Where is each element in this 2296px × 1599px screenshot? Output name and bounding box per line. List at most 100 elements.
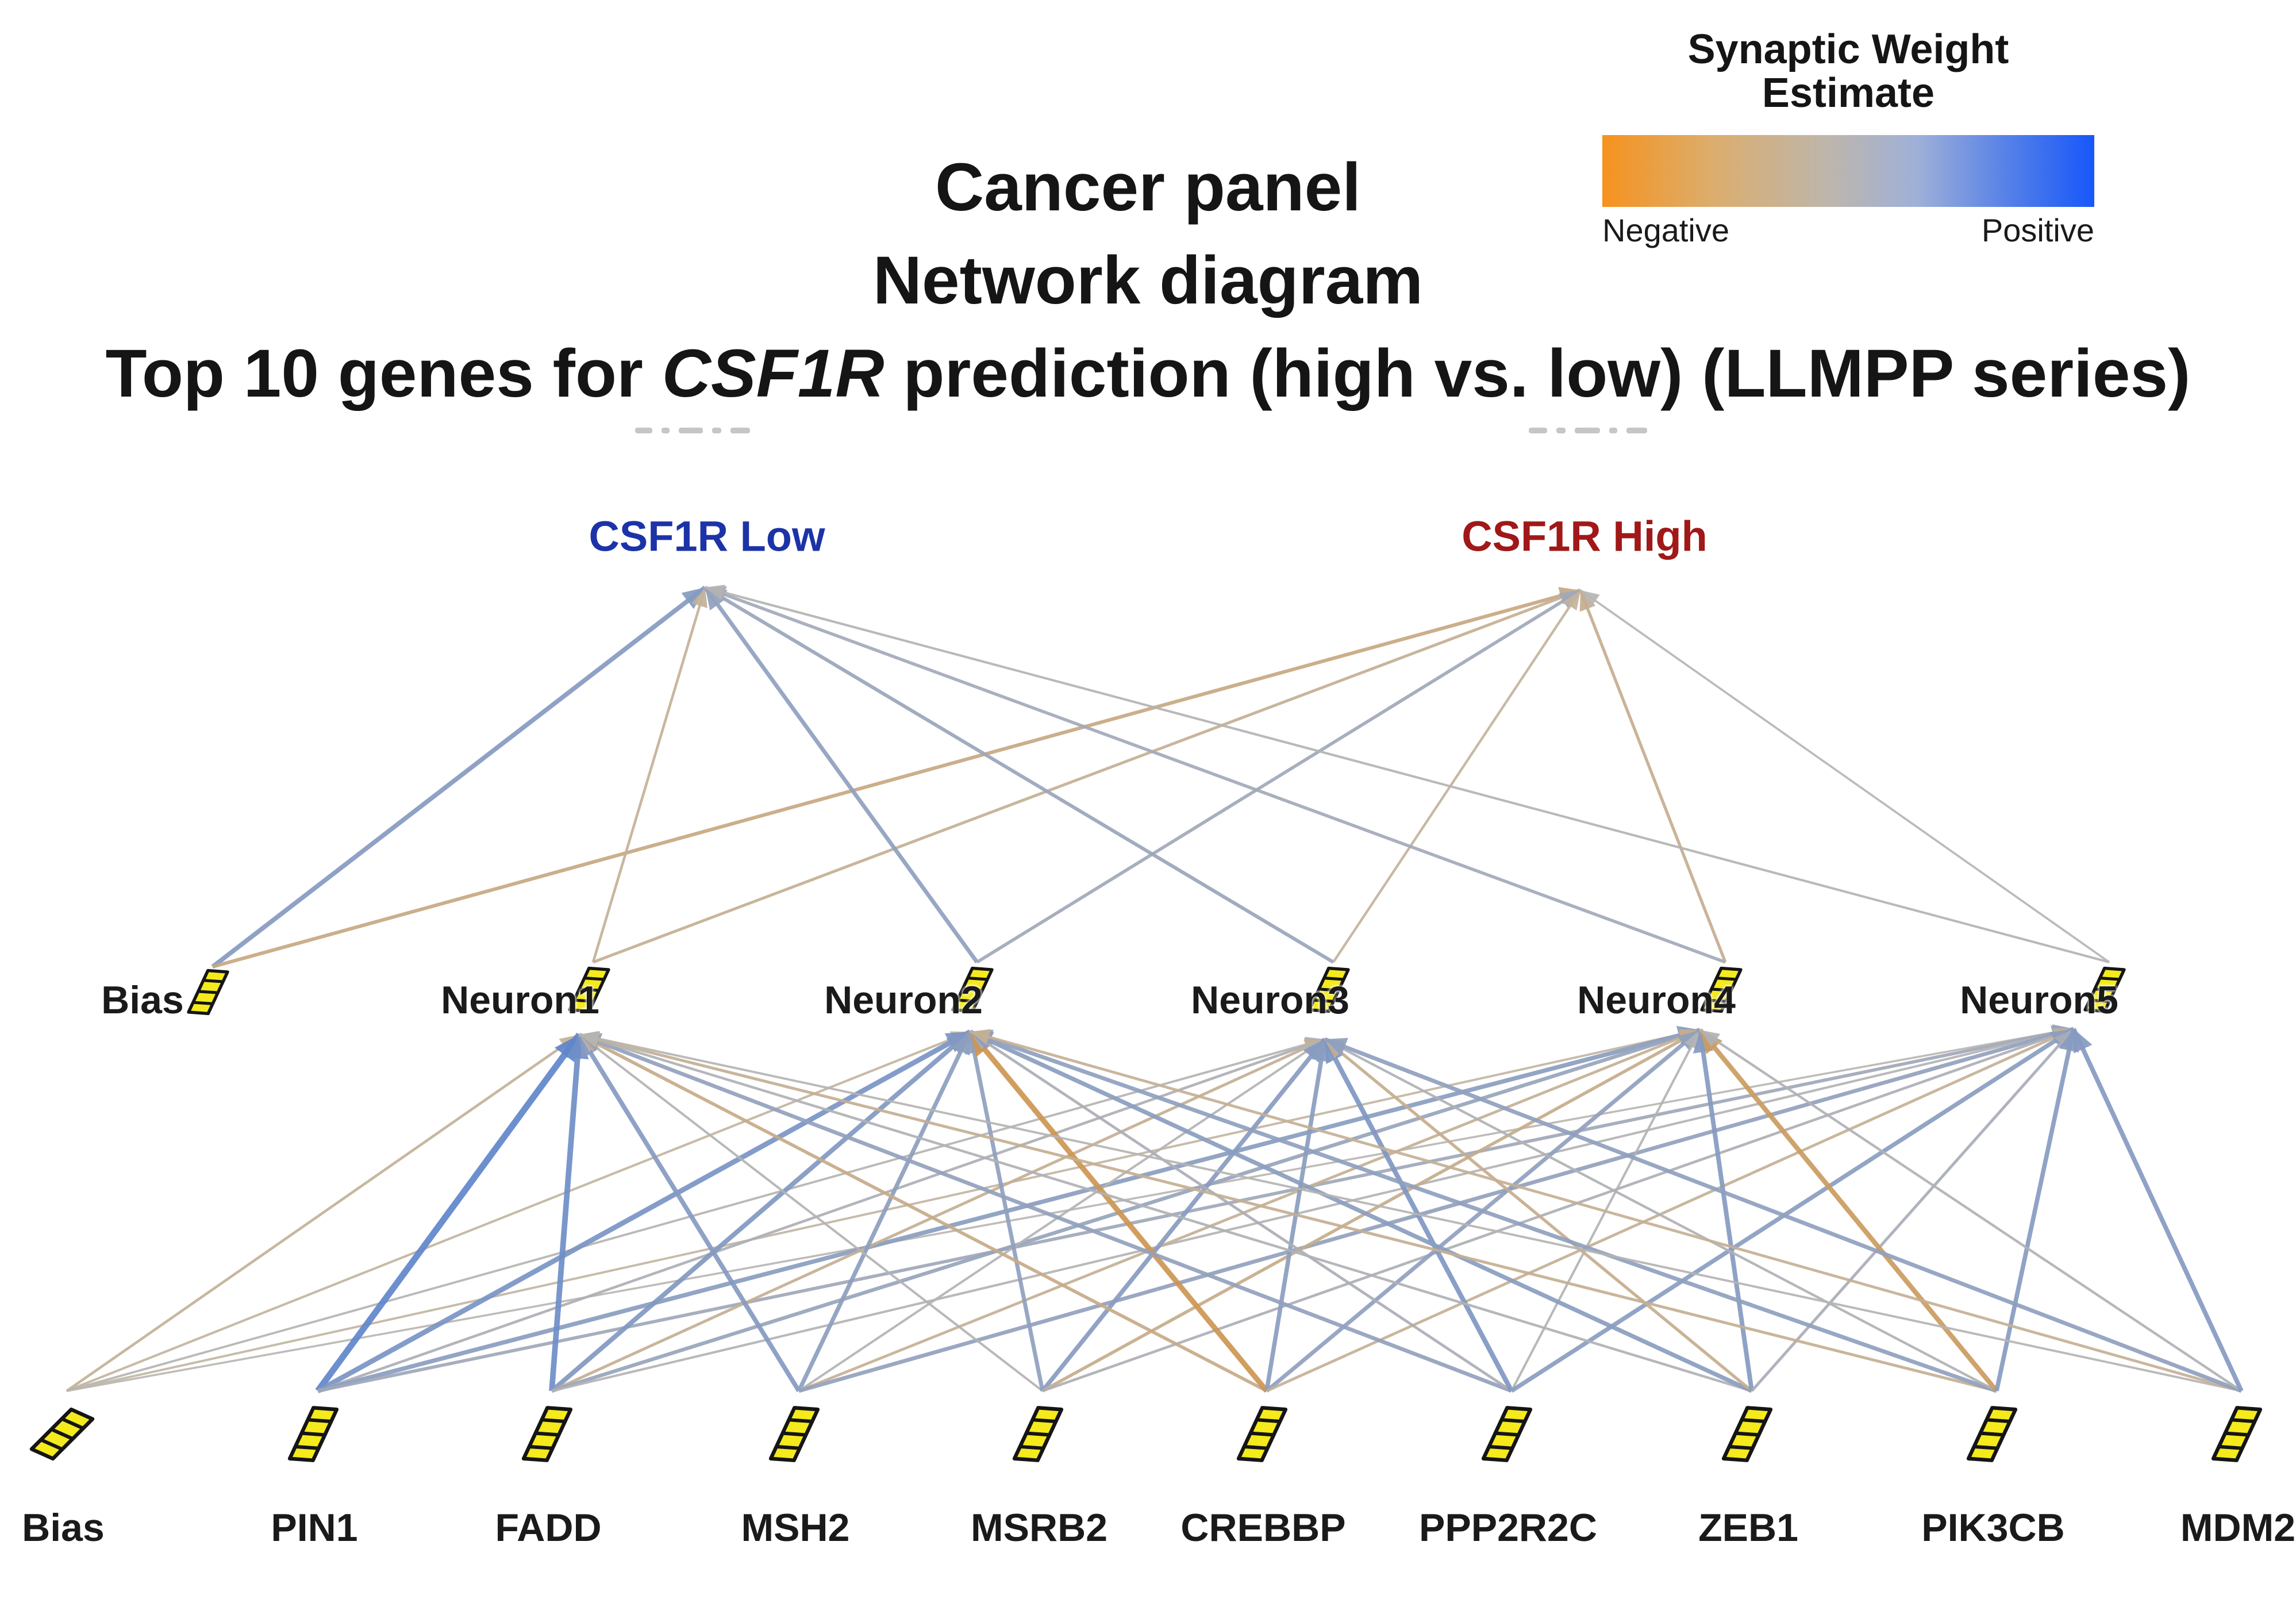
title-line3-prefix: Top 10 genes for bbox=[105, 336, 662, 412]
input-node-label-PIN1: PIN1 bbox=[271, 1506, 358, 1550]
output-node-label-csf1r-low: CSF1R Low bbox=[589, 512, 825, 560]
input-node-label-PPP2R2C: PPP2R2C bbox=[1419, 1506, 1597, 1550]
edge-MDM2-to-Neuron5 bbox=[2071, 1028, 2244, 1392]
edge-PPP2R2C-to-Neuron5 bbox=[1510, 1027, 2075, 1393]
edge-Neuron2-to-CSF1R-Low bbox=[703, 586, 979, 964]
ruler-icon-input-PIK3CB bbox=[1966, 1406, 2018, 1462]
edge-ZEB1-to-Neuron4 bbox=[1698, 1029, 1754, 1392]
edge-MDM2-to-Neuron3 bbox=[1324, 1037, 2243, 1393]
edge-Bias-to-CSF1R-Low bbox=[211, 585, 707, 969]
weight-gradient-bar bbox=[1602, 134, 2094, 207]
hidden-node-label-Neuron1: Neuron1 bbox=[441, 978, 599, 1022]
ruler-icon-hidden-Neuron5 bbox=[2083, 966, 2126, 1013]
ruler-icon-hidden-Neuron3 bbox=[1307, 966, 1350, 1013]
input-node-label-PIK3CB: PIK3CB bbox=[1921, 1506, 2065, 1550]
edge-Neuron3-to-CSF1R-Low bbox=[704, 586, 1334, 964]
ruler-icon-input-CREBBP bbox=[1236, 1406, 1288, 1462]
edge-arrowhead-icon bbox=[1700, 1030, 1721, 1047]
ruler-icon-hidden-Bias bbox=[187, 968, 229, 1016]
edge-CREBBP-to-Neuron5 bbox=[1266, 1027, 2074, 1393]
input-node-label-Bias: Bias bbox=[22, 1506, 105, 1550]
legend-title: Synaptic Weight Estimate bbox=[1602, 28, 2094, 116]
edge-CREBBP-to-Neuron1 bbox=[578, 1033, 1268, 1393]
figure-title-line1: Cancer panel bbox=[934, 149, 1362, 225]
legend-negative-label: Negative bbox=[1602, 212, 1730, 248]
ruler-icon-input-MDM2 bbox=[2211, 1406, 2263, 1462]
edge-arrowhead-icon bbox=[952, 1032, 970, 1056]
edge-ZEB1-to-Neuron2 bbox=[969, 1029, 1753, 1393]
edge-Neuron4-to-CSF1R-High bbox=[1579, 590, 1727, 963]
hidden-node-label-Neuron4: Neuron4 bbox=[1577, 978, 1736, 1022]
edge-MSH2-to-Neuron3 bbox=[798, 1038, 1326, 1392]
edge-Bias-to-Neuron2 bbox=[66, 1031, 971, 1392]
edge-FADD-to-Neuron1 bbox=[549, 1034, 582, 1392]
edge-Bias-to-CSF1R-High bbox=[212, 589, 1581, 968]
input-node-label-FADD: FADD bbox=[495, 1506, 602, 1550]
edge-Neuron5-to-CSF1R-High bbox=[1579, 589, 2110, 963]
edge-PIN1-to-Neuron2 bbox=[316, 1029, 972, 1393]
input-node-label-MSRB2: MSRB2 bbox=[970, 1506, 1108, 1550]
edge-arrowhead-icon bbox=[691, 587, 707, 609]
edge-Neuron3-to-CSF1R-High bbox=[1332, 589, 1582, 963]
edge-MSH2-to-Neuron2 bbox=[797, 1031, 972, 1392]
edge-Neuron4-to-CSF1R-Low bbox=[705, 586, 1726, 964]
clipped-text-artifact-right bbox=[1529, 426, 1647, 435]
edge-FADD-to-Neuron5 bbox=[551, 1028, 2074, 1392]
edge-PIK3CB-to-Neuron3 bbox=[1324, 1038, 1998, 1392]
edge-MSRB2-to-Neuron1 bbox=[578, 1033, 1044, 1392]
edge-MDM2-to-Neuron1 bbox=[579, 1033, 2242, 1392]
edge-FADD-to-Neuron3 bbox=[551, 1037, 1326, 1393]
legend-title-line2: Estimate bbox=[1762, 70, 1935, 117]
edge-FADD-to-Neuron4 bbox=[551, 1028, 1701, 1393]
output-node-label-csf1r-high: CSF1R High bbox=[1462, 512, 1707, 560]
edge-PIN1-to-Neuron4 bbox=[317, 1028, 1701, 1393]
edge-PIK3CB-to-Neuron1 bbox=[579, 1033, 1997, 1393]
ruler-icon-input-PIN1 bbox=[287, 1406, 339, 1462]
edge-FADD-to-Neuron2 bbox=[550, 1029, 972, 1393]
ruler-icon-input-PPP2R2C bbox=[1481, 1406, 1533, 1462]
ruler-icon-hidden-Neuron4 bbox=[1700, 966, 1743, 1013]
edge-MDM2-to-Neuron4 bbox=[1699, 1029, 2243, 1392]
hidden-node-label-Bias: Bias bbox=[101, 978, 184, 1022]
legend-positive-label: Positive bbox=[1981, 212, 2094, 248]
edge-arrowhead-icon bbox=[2054, 1029, 2074, 1050]
input-node-label-CREBBP: CREBBP bbox=[1180, 1506, 1346, 1550]
edge-MSH2-to-Neuron1 bbox=[577, 1033, 801, 1393]
hidden-node-label-Neuron5: Neuron5 bbox=[1960, 978, 2118, 1022]
input-node-label-MSH2: MSH2 bbox=[741, 1506, 850, 1550]
figure-title-line3: Top 10 genes for CSF1R prediction (high … bbox=[0, 336, 2296, 412]
ruler-icon-input-Bias bbox=[29, 1407, 95, 1461]
edge-ZEB1-to-Neuron3 bbox=[1324, 1037, 1753, 1393]
edge-PPP2R2C-to-Neuron1 bbox=[578, 1032, 1513, 1393]
title-line3-gene: CSF1R bbox=[662, 336, 884, 412]
hidden-node-label-Neuron2: Neuron2 bbox=[824, 978, 983, 1022]
edge-MSRB2-to-Neuron3 bbox=[1041, 1037, 1326, 1393]
ruler-icon-input-FADD bbox=[521, 1406, 573, 1462]
edge-arrowhead-icon bbox=[579, 1031, 599, 1046]
ruler-icon-hidden-Neuron1 bbox=[568, 966, 610, 1013]
edge-Neuron1-to-CSF1R-Low bbox=[591, 587, 707, 963]
edge-Neuron2-to-CSF1R-High bbox=[976, 589, 1582, 964]
edge-PPP2R2C-to-Neuron2 bbox=[969, 1031, 1513, 1392]
edge-arrowhead-icon bbox=[1580, 590, 1600, 608]
edge-arrowhead-icon bbox=[705, 585, 725, 600]
legend-title-line1: Synaptic Weight bbox=[1687, 26, 2009, 72]
edge-PIK3CB-to-Neuron4 bbox=[1698, 1028, 1999, 1393]
clipped-text-artifact-left bbox=[635, 426, 750, 435]
edge-MDM2-to-Neuron2 bbox=[970, 1030, 2242, 1393]
edge-arrowhead-icon bbox=[2074, 1029, 2093, 1054]
edge-MSRB2-to-Neuron2 bbox=[968, 1031, 1045, 1392]
edge-MSH2-to-Neuron4 bbox=[798, 1028, 1701, 1393]
figure-title-line2: Network diagram bbox=[872, 243, 1424, 318]
hidden-node-label-Neuron3: Neuron3 bbox=[1191, 978, 1349, 1022]
edge-ZEB1-to-Neuron5 bbox=[1751, 1028, 2075, 1392]
edge-PIK3CB-to-Neuron5 bbox=[1994, 1028, 2076, 1392]
ruler-icon-input-ZEB1 bbox=[1721, 1406, 1773, 1462]
edge-PIN1-to-Neuron1 bbox=[315, 1032, 582, 1393]
edge-arrowhead-icon bbox=[1325, 1037, 1348, 1056]
edge-arrowhead-icon bbox=[1563, 590, 1580, 611]
edge-ZEB1-to-Neuron1 bbox=[579, 1033, 1752, 1393]
input-node-label-ZEB1: ZEB1 bbox=[1698, 1506, 1798, 1550]
